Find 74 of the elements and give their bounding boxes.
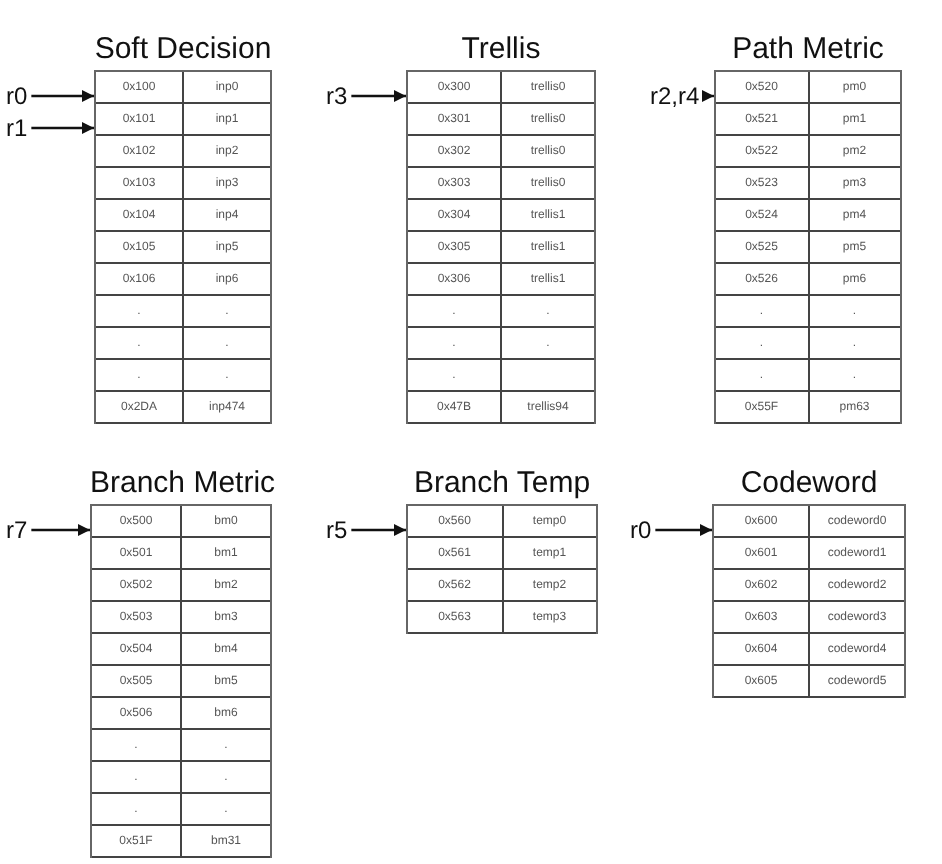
memory-row xyxy=(716,136,900,168)
memory-row xyxy=(92,730,270,762)
memory-row xyxy=(408,136,594,168)
memory-row xyxy=(716,232,900,264)
memory-row xyxy=(714,506,904,538)
table-title: Branch Temp xyxy=(413,466,591,500)
memory-row xyxy=(408,72,594,104)
register-label: r7 xyxy=(6,516,28,544)
table-title: Path Metric xyxy=(732,32,884,66)
memory-row xyxy=(716,296,900,328)
register-label: r2,r4 xyxy=(650,82,700,110)
arrow xyxy=(655,524,712,536)
memory-row xyxy=(408,538,596,570)
memory-row xyxy=(92,634,270,666)
memory-row xyxy=(408,264,594,296)
register-label: r0 xyxy=(6,82,28,110)
memory-row xyxy=(96,296,270,328)
memory-row xyxy=(92,826,270,858)
register-label: r5 xyxy=(326,516,348,544)
memory-row xyxy=(716,104,900,136)
memory-row xyxy=(716,168,900,200)
memory-row xyxy=(408,200,594,232)
memory-row xyxy=(96,136,270,168)
memory-row xyxy=(96,72,270,104)
table-title: Soft Decision xyxy=(94,32,272,66)
memory-row xyxy=(408,602,596,634)
memory-row xyxy=(714,570,904,602)
memory-row xyxy=(408,506,596,538)
arrow xyxy=(31,122,94,134)
table-title: Codeword xyxy=(740,466,878,500)
memory-row xyxy=(408,296,594,328)
memory-row xyxy=(92,794,270,826)
memory-row xyxy=(716,72,900,104)
memory-row xyxy=(714,634,904,666)
memory-row xyxy=(716,360,900,392)
memory-row xyxy=(96,392,270,424)
register-label: r1 xyxy=(6,114,28,142)
memory-row xyxy=(92,698,270,730)
memory-row xyxy=(408,328,594,360)
arrow xyxy=(31,90,94,102)
memory-row xyxy=(96,104,270,136)
memory-row xyxy=(714,538,904,570)
memory-row xyxy=(716,328,900,360)
memory-row xyxy=(96,232,270,264)
memory-row xyxy=(716,200,900,232)
memory-row xyxy=(408,392,594,424)
table-title: Trellis xyxy=(461,32,541,66)
memory-row xyxy=(96,360,270,392)
memory-row xyxy=(716,392,900,424)
memory-row xyxy=(96,200,270,232)
arrow xyxy=(702,90,714,102)
memory-row xyxy=(714,666,904,698)
memory-row xyxy=(96,328,270,360)
memory-row xyxy=(714,602,904,634)
memory-row xyxy=(408,168,594,200)
memory-row xyxy=(408,232,594,264)
arrow xyxy=(31,524,90,536)
arrow xyxy=(351,90,406,102)
table-title: Branch Metric xyxy=(90,466,276,500)
memory-row xyxy=(408,104,594,136)
memory-row xyxy=(96,168,270,200)
register-label: r0 xyxy=(630,516,652,544)
memory-row xyxy=(92,602,270,634)
memory-row xyxy=(92,570,270,602)
memory-row xyxy=(408,570,596,602)
memory-row xyxy=(716,264,900,296)
memory-row xyxy=(92,666,270,698)
memory-row xyxy=(408,360,594,392)
arrow xyxy=(351,524,406,536)
memory-row xyxy=(92,538,270,570)
memory-row xyxy=(96,264,270,296)
register-label: r3 xyxy=(326,82,348,110)
memory-row xyxy=(92,762,270,794)
memory-row xyxy=(92,506,270,538)
